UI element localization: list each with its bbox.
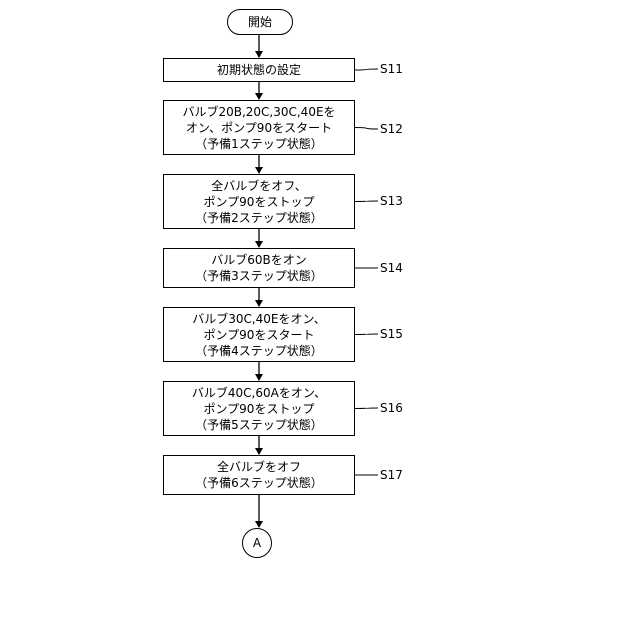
connector-a: A <box>242 528 272 558</box>
start-label: 開始 <box>248 14 272 30</box>
step-label-s17: S17 <box>380 468 403 482</box>
step-box-s14: バルブ60Bをオン （予備3ステップ状態） <box>163 248 355 288</box>
step-text: ポンプ90をストップ <box>192 401 326 417</box>
step-label-s12: S12 <box>380 122 403 136</box>
step-label-s14: S14 <box>380 261 403 275</box>
step-text: 初期状態の設定 <box>217 62 301 78</box>
step-box-s15: バルブ30C,40Eをオン、 ポンプ90をスタート （予備4ステップ状態） <box>163 307 355 362</box>
start-terminal: 開始 <box>227 9 293 35</box>
step-text: バルブ60Bをオン <box>195 252 323 268</box>
step-text: （予備2ステップ状態） <box>195 210 323 226</box>
step-box-s12: バルブ20B,20C,30C,40Eを オン、ポンプ90をスタート （予備1ステ… <box>163 100 355 155</box>
step-text: 全バルブをオフ、 <box>195 178 323 194</box>
step-box-s13: 全バルブをオフ、 ポンプ90をストップ （予備2ステップ状態） <box>163 174 355 229</box>
step-label-s11: S11 <box>380 62 403 76</box>
connector-label: A <box>253 535 261 551</box>
step-text: （予備1ステップ状態） <box>182 136 335 152</box>
step-text: ポンプ90をスタート <box>192 327 326 343</box>
step-text: （予備4ステップ状態） <box>192 343 326 359</box>
step-text: バルブ30C,40Eをオン、 <box>192 311 326 327</box>
step-text: （予備6ステップ状態） <box>195 475 323 491</box>
step-label-s13: S13 <box>380 194 403 208</box>
step-text: ポンプ90をストップ <box>195 194 323 210</box>
step-label-s16: S16 <box>380 401 403 415</box>
step-label-s15: S15 <box>380 327 403 341</box>
step-text: 全バルブをオフ <box>195 459 323 475</box>
step-text: （予備5ステップ状態） <box>192 417 326 433</box>
step-box-s17: 全バルブをオフ （予備6ステップ状態） <box>163 455 355 495</box>
step-box-s16: バルブ40C,60Aをオン、 ポンプ90をストップ （予備5ステップ状態） <box>163 381 355 436</box>
step-text: バルブ20B,20C,30C,40Eを <box>182 104 335 120</box>
step-text: オン、ポンプ90をスタート <box>182 120 335 136</box>
step-text: バルブ40C,60Aをオン、 <box>192 385 326 401</box>
step-text: （予備3ステップ状態） <box>195 268 323 284</box>
step-box-s11: 初期状態の設定 <box>163 58 355 82</box>
